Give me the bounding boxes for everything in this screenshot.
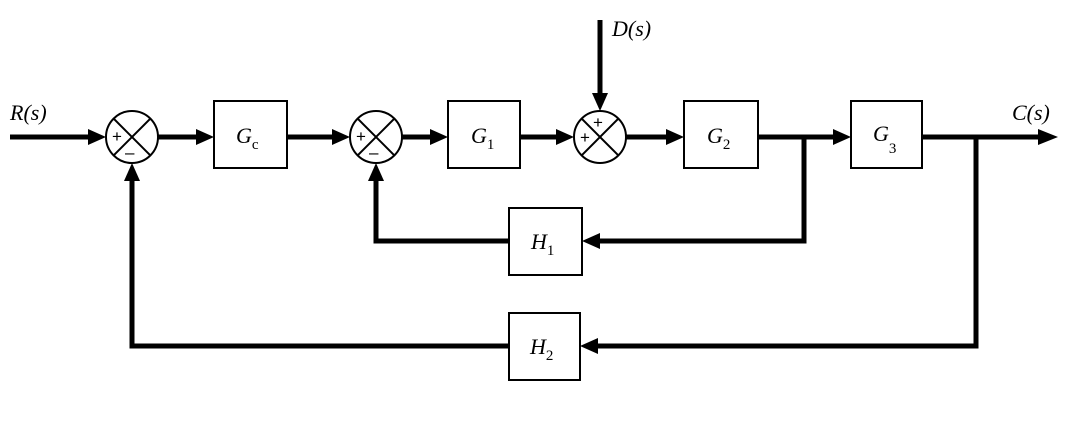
inner-feedback-loop <box>368 137 807 249</box>
disturbance-label: D(s) <box>611 16 651 41</box>
svg-text:G1: G1 <box>471 123 494 153</box>
input-label: R(s) <box>9 100 47 125</box>
arrow-sum3 <box>556 129 574 145</box>
block-g1-subscript: 1 <box>487 137 495 153</box>
sum3-top-plus-sign: + <box>593 113 603 132</box>
block-g2-symbol: G <box>707 123 723 148</box>
svg-text:G3: G3 <box>873 121 896 157</box>
wire-g2out-h1 <box>596 137 807 244</box>
svg-text:G2: G2 <box>707 123 730 153</box>
block-g1-symbol: G <box>471 123 487 148</box>
wire-output-h2 <box>594 137 979 349</box>
arrow-input <box>88 129 106 145</box>
svg-text:Gc: Gc <box>236 123 259 153</box>
arrow-g2 <box>666 129 684 145</box>
summing-junction-3: + + <box>573 110 627 164</box>
block-gc-symbol: G <box>236 123 252 148</box>
block-h1-subscript: 1 <box>547 243 555 259</box>
disturbance-path <box>592 20 608 111</box>
arrow-gc <box>196 129 214 145</box>
summing-junction-2: + – <box>349 110 403 164</box>
sum1-plus-sign: + <box>112 127 122 146</box>
block-g3-subscript: 3 <box>889 141 897 157</box>
sum2-minus-sign: – <box>369 143 379 162</box>
wire-h2-sum1 <box>129 176 509 349</box>
arrow-output <box>1038 129 1058 145</box>
block-h2-symbol: H <box>529 334 547 359</box>
block-h2: H2 <box>508 312 581 381</box>
block-h2-subscript: 2 <box>546 348 554 364</box>
block-g3: G3 <box>850 100 923 169</box>
block-h1: H1 <box>508 207 583 276</box>
block-gc: Gc <box>213 100 288 169</box>
summing-junction-1: + – <box>105 110 159 164</box>
arrow-sum2-feedback <box>368 163 384 181</box>
arrow-disturbance <box>592 93 608 111</box>
block-h1-symbol: H <box>530 229 548 254</box>
arrow-sum1-feedback <box>124 163 140 181</box>
output-label: C(s) <box>1012 100 1050 125</box>
block-g2-subscript: 2 <box>723 137 731 153</box>
svg-text:H2: H2 <box>529 334 553 364</box>
arrow-sum2 <box>332 129 350 145</box>
forward-path <box>10 129 1058 145</box>
block-gc-subscript: c <box>252 137 259 153</box>
arrow-g1 <box>430 129 448 145</box>
svg-text:H1: H1 <box>530 229 554 259</box>
outer-feedback-loop <box>124 137 979 354</box>
arrow-g3 <box>833 129 851 145</box>
block-g3-symbol: G <box>873 121 889 146</box>
arrow-h1 <box>582 233 600 249</box>
block-g2: G2 <box>683 100 759 169</box>
arrow-h2 <box>580 338 598 354</box>
wire-h1-sum2 <box>373 176 509 244</box>
block-g1: G1 <box>447 100 521 169</box>
sum3-left-plus-sign: + <box>580 128 590 147</box>
sum1-minus-sign: – <box>125 143 135 162</box>
sum2-plus-sign: + <box>356 127 366 146</box>
